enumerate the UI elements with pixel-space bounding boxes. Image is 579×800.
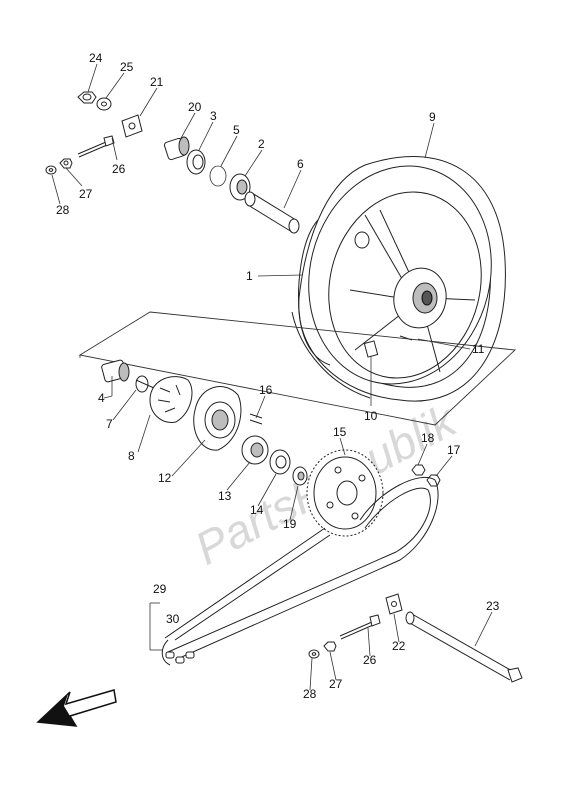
spacer-6 — [244, 191, 300, 234]
bearing-4 — [101, 359, 130, 383]
rear-sprocket-15 — [306, 449, 384, 537]
label-14: 14 — [250, 503, 264, 517]
label-3: 3 — [210, 109, 217, 123]
label-22: 22 — [392, 639, 406, 653]
chain-joint-30 — [165, 651, 195, 664]
label-20: 20 — [188, 100, 202, 114]
label-15: 15 — [333, 425, 347, 439]
label-23: 23 — [486, 599, 500, 613]
label-13: 13 — [218, 489, 232, 503]
leader-lines — [51, 63, 493, 691]
collar-19 — [292, 466, 308, 486]
label-4: 4 — [98, 391, 105, 405]
label-26-bottom: 26 — [363, 653, 377, 667]
label-25: 25 — [120, 60, 134, 74]
label-30: 30 — [166, 612, 180, 626]
label-1: 1 — [246, 269, 253, 283]
label-11: 11 — [472, 342, 485, 356]
label-21: 21 — [150, 75, 164, 89]
label-12: 12 — [158, 471, 172, 485]
collar-20 — [163, 136, 190, 161]
bolt-26-top — [77, 135, 115, 158]
spacer-7 — [135, 375, 155, 393]
washer-28-bottom — [308, 649, 320, 659]
sprocket-hub-12 — [193, 386, 242, 451]
label-27-top: 27 — [79, 187, 93, 201]
wheel-hub — [354, 231, 447, 329]
axle-nut-24 — [77, 91, 97, 104]
bearing-13 — [241, 435, 269, 465]
washer-25 — [96, 97, 112, 111]
label-5: 5 — [233, 123, 240, 137]
label-2: 2 — [258, 137, 265, 151]
label-7: 7 — [106, 417, 113, 431]
label-16: 16 — [259, 383, 273, 397]
label-26-top: 26 — [112, 162, 126, 176]
label-19: 19 — [283, 517, 297, 531]
hub-group-frame — [78, 311, 517, 426]
part-labels: 24 25 21 20 3 5 2 6 9 1 11 10 26 27 28 4… — [56, 51, 500, 701]
collar-16 — [249, 413, 263, 425]
nut-17 — [426, 474, 441, 487]
label-8: 8 — [128, 449, 135, 463]
oil-seal-3 — [186, 149, 206, 175]
nut-18 — [411, 464, 426, 476]
nut-27-top — [59, 158, 73, 169]
label-6: 6 — [297, 157, 304, 171]
oil-seal-14 — [269, 449, 291, 475]
arrow-left-down-icon — [36, 689, 117, 727]
label-24: 24 — [89, 51, 103, 65]
rear-axle-23 — [405, 611, 523, 683]
bolt-26-bottom — [339, 614, 381, 640]
washer-28-top — [45, 165, 57, 175]
drive-chain-29 — [161, 476, 439, 666]
chain-puller-22 — [385, 593, 403, 615]
bearing-2 — [229, 173, 251, 201]
label-10: 10 — [364, 409, 378, 423]
chain-puller-21 — [121, 114, 143, 138]
label-17: 17 — [447, 443, 461, 457]
label-18: 18 — [421, 431, 435, 445]
nut-27-bottom — [323, 641, 337, 652]
label-27-bottom: 27 — [329, 677, 343, 691]
label-9: 9 — [429, 110, 436, 124]
circlip-5 — [209, 165, 227, 187]
label-28-top: 28 — [56, 203, 70, 217]
label-28-bottom: 28 — [303, 687, 317, 701]
balance-weight-10 — [363, 340, 379, 358]
damper-8 — [149, 376, 193, 423]
label-29: 29 — [153, 582, 167, 596]
